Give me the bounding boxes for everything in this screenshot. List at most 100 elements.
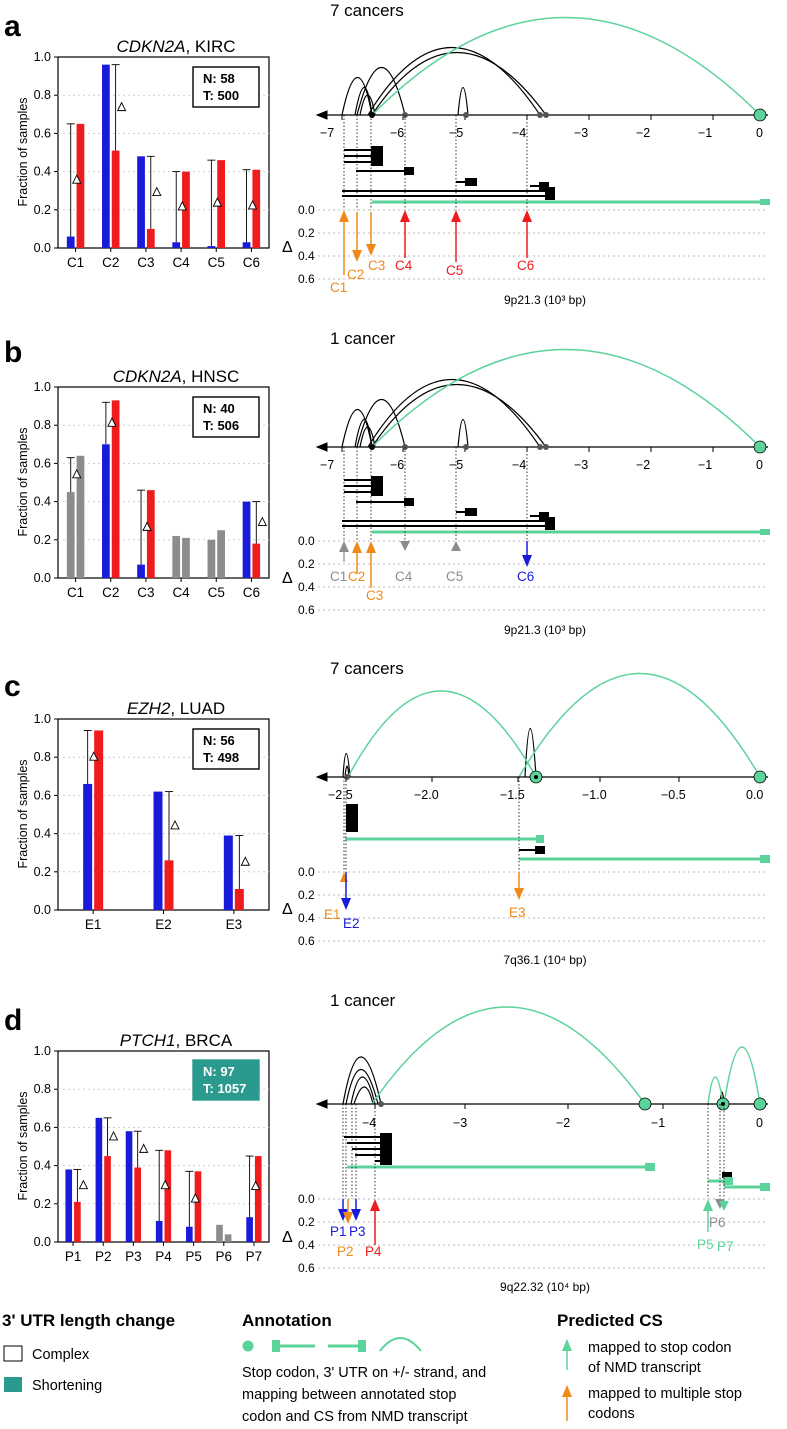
bar-tumor	[111, 150, 120, 248]
panel-a-axis-ticks: −7 −6 −5 −4 −3 −2 −1 0	[320, 115, 763, 140]
bar-tumor	[111, 400, 120, 578]
y-tick-label: 0.8	[34, 418, 51, 432]
bar-tumor	[254, 1156, 262, 1242]
legend-shortening-label: Shortening	[32, 1378, 102, 1394]
x-category-label: C2	[102, 255, 119, 270]
panel-a-ylabel: Fraction of samples	[16, 97, 30, 206]
panel-d-axis-ticks: −4 −3 −2 −1 0	[362, 1104, 763, 1130]
panel-a-n-label: N: 58	[203, 71, 235, 86]
panel-a-axis-tick: −1	[698, 126, 712, 140]
bar-normal	[207, 539, 216, 578]
y-tick-label: 0.6	[34, 1120, 51, 1134]
panel-c-stop-codons	[344, 770, 767, 784]
panel-b-delta-tick: 0.0	[298, 534, 315, 548]
panel-a-axis-tick: −3	[574, 126, 588, 140]
panel-d-legend-box: N: 97 T: 1057	[192, 1059, 260, 1101]
panel-c-utr-tracks	[345, 804, 770, 863]
panel-c-splice-arcs	[342, 727, 537, 778]
panel-a-splice-arcs	[341, 47, 547, 116]
panel-c-cs-label: E1	[324, 907, 341, 922]
panel-d-nmd-arcs	[371, 1006, 761, 1105]
panel-c-n-label: N: 56	[203, 733, 235, 748]
y-tick-label: 0.2	[34, 1197, 51, 1211]
bar-tumor	[164, 860, 174, 910]
bar-normal	[207, 246, 216, 248]
panel-a-cs-label: C6	[517, 258, 534, 273]
panel-b-utr-tracks	[342, 476, 770, 535]
panel-a-title: CDKN2A, KIRC	[116, 37, 235, 56]
panel-a-nmd-arc	[371, 16, 761, 116]
y-tick-label: 0.6	[34, 126, 51, 140]
panel-d-axis-tick: −1	[651, 1116, 665, 1130]
panel-c-t-label: T: 498	[203, 750, 239, 765]
x-category-label: C4	[172, 585, 190, 600]
panel-d-utr-tracks	[344, 1133, 770, 1191]
legend-stop-codon-icon	[242, 1340, 254, 1352]
panel-b-axis-ticks: −7 −6 −5 −4 −3 −2 −1 0	[320, 447, 763, 472]
delta-marker	[78, 1179, 89, 1190]
panel-a-cs-label: C5	[446, 263, 463, 278]
bar-normal	[102, 64, 110, 248]
delta-marker	[212, 197, 223, 207]
y-tick-label: 0.8	[34, 1082, 51, 1096]
panel-b-t-label: T: 506	[203, 418, 239, 433]
panel-d-delta-tick: 0.6	[298, 1261, 315, 1275]
bar-tumor	[134, 1167, 141, 1242]
panel-c-nmd-arcs	[347, 672, 761, 778]
panel-d-cs-label: P4	[365, 1244, 382, 1259]
panel-c-cs-label: E2	[343, 916, 360, 931]
delta-marker	[250, 1180, 261, 1191]
panel-d-right-title: 1 cancer	[330, 991, 396, 1010]
x-category-label: P5	[185, 1249, 202, 1264]
panel-b-delta-label: Δ	[282, 570, 293, 587]
y-tick-label: 0.0	[34, 1235, 51, 1249]
panel-c-delta-tick: 0.0	[298, 865, 315, 879]
panel-b-axis-tick: −1	[698, 458, 712, 472]
y-tick-label: 1.0	[34, 712, 51, 726]
panel-a-cs-label: C2	[347, 267, 364, 282]
panel-d-dotted-guides	[342, 1104, 725, 1199]
legend-pred-green-text: mapped to stop codon	[588, 1340, 732, 1356]
panel-a-axis-tick: −6	[390, 126, 404, 140]
panel-d-cs-label: P1	[330, 1224, 347, 1239]
panel-d-cs-label: P3	[349, 1224, 366, 1239]
legend-annotation-text: Stop codon, 3' UTR on +/- strand, and	[242, 1365, 486, 1381]
panel-a-axis-label: 9p21.3 (10³ bp)	[504, 293, 586, 307]
delta-marker	[177, 200, 187, 211]
panel-a-cs-arrows: C1 C2 C3 C4 C5 C6	[330, 210, 534, 295]
bar-tumor	[76, 123, 85, 248]
x-category-label: C5	[208, 255, 225, 270]
x-category-label: C6	[243, 255, 260, 270]
panel-c-axis-tick: −1.5	[500, 788, 525, 802]
y-tick-label: 0.8	[34, 88, 51, 102]
panel-b-delta-tick: 0.6	[298, 603, 315, 617]
bar-tumor	[104, 1156, 111, 1242]
panel-a-stop-codons	[369, 108, 767, 122]
x-category-label: C3	[137, 585, 154, 600]
panel-d-axis-tick: −3	[453, 1116, 467, 1130]
x-category-label: P6	[216, 1249, 233, 1264]
panel-c-axis-tick: −2.0	[414, 788, 439, 802]
y-tick-label: 0.4	[34, 495, 51, 509]
bar-normal	[66, 492, 75, 578]
legend-green-arrow-icon	[562, 1339, 572, 1370]
panel-b-title: CDKN2A, HNSC	[113, 367, 240, 386]
panel-b-cs-label: C5	[446, 569, 463, 584]
delta-marker	[240, 856, 251, 866]
panel-b-axis-tick: −4	[512, 458, 526, 472]
legend-annotation-text: mapping between annotated stop	[242, 1387, 456, 1403]
x-category-label: P1	[65, 1249, 82, 1264]
panel-b-ylabel: Fraction of samples	[16, 427, 30, 536]
bar-tumor	[252, 543, 261, 578]
panel-b-right-title: 1 cancer	[330, 329, 396, 348]
panel-c-ylabel: Fraction of samples	[16, 759, 30, 868]
delta-marker	[71, 174, 82, 184]
panel-a-t-label: T: 500	[203, 88, 239, 103]
bar-normal	[172, 535, 181, 578]
bar-tumor	[194, 1171, 202, 1242]
